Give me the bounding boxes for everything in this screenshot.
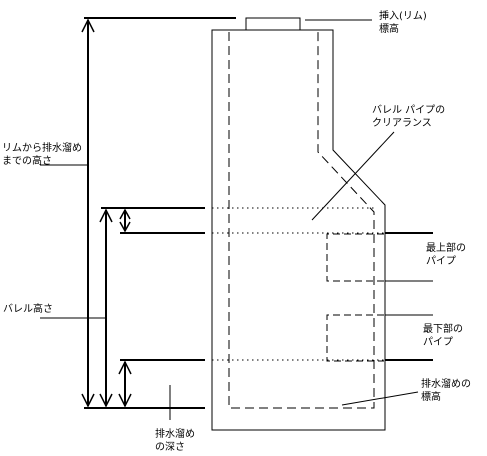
barrel-height-arrow-top	[99, 208, 113, 223]
sump-elev-leader	[341, 391, 419, 406]
clearance-label-line2: クリアランス	[372, 118, 432, 129]
top-pipe-opening	[326, 233, 384, 282]
sump-depth-label-line1: 排水溜め	[155, 429, 195, 440]
sump-depth-arrow-top	[118, 360, 132, 375]
rim-to-drain-label-line1: リムから排水溜め	[2, 143, 82, 154]
clearance-label-line1: バレル パイプの	[372, 105, 446, 116]
inner-dashed-outline	[228, 32, 375, 409]
rim-to-drain-arrow-top	[81, 18, 95, 33]
top-pipe-label-line2: パイプ	[426, 256, 456, 267]
top-pipe-label-line1: 最上部の	[426, 243, 466, 254]
bottom-pipe-label-line1: 最下部の	[423, 324, 463, 335]
rim-to-drain-arrow-bottom	[81, 393, 95, 408]
rim-cap	[245, 17, 301, 31]
barrel-height-arrow-bottom	[99, 393, 113, 408]
rim-height-label-line2: 標高	[379, 24, 399, 35]
sump-depth-arrow-bottom	[118, 393, 132, 408]
structure-outline	[211, 29, 386, 431]
clearance-arrow-bottom	[119, 221, 131, 233]
bottom-pipe-label-line2: パイプ	[423, 337, 453, 348]
clearance-leader	[311, 131, 395, 221]
rim-height-label-line1: 挿入(リム)	[379, 11, 427, 22]
sump-elevation-label-line1: 排水溜めの	[421, 379, 471, 390]
rim-to-drain-label-line2: までの高さ	[2, 156, 52, 167]
sump-elevation-label-line2: 標高	[421, 392, 441, 403]
barrel-height-label: バレル高さ	[3, 304, 53, 315]
sump-depth-label-line2: の深さ	[155, 442, 185, 453]
bottom-pipe-opening	[326, 314, 384, 362]
clearance-arrow-top	[119, 208, 131, 220]
